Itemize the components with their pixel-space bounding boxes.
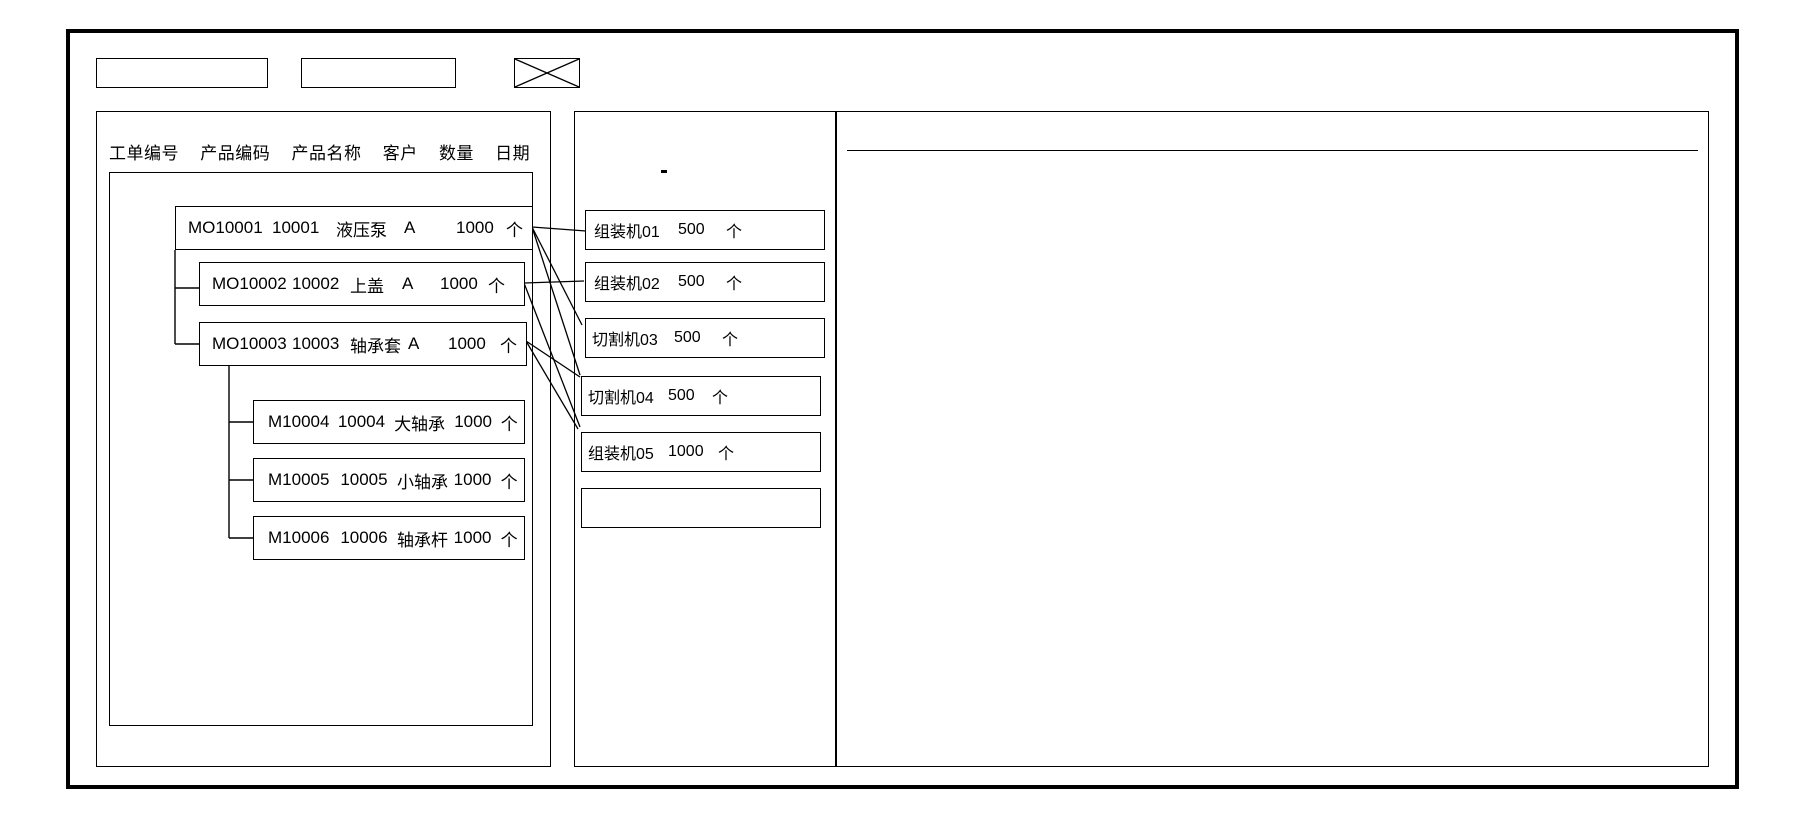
machine-row[interactable]: 组装机02 500 个	[585, 262, 825, 302]
machine-unit: 个	[712, 390, 729, 407]
cell-product-name: 大轴承	[394, 414, 446, 434]
machine-quantity: 500	[674, 329, 701, 346]
cell-product-code: 10004	[337, 412, 386, 431]
machine-name: 组装机02	[594, 276, 660, 293]
table-row[interactable]: M10006 10006 轴承杆 1000 个	[253, 516, 525, 560]
cell-product-name: 轴承套	[350, 336, 401, 356]
machine-row[interactable]: 切割机03 500 个	[585, 318, 825, 358]
cell-order-no: M10005	[268, 470, 330, 489]
machine-name: 组装机01	[594, 224, 660, 241]
machine-unit: 个	[726, 224, 743, 241]
machine-name: 切割机03	[592, 332, 658, 349]
machine-name: 切割机04	[588, 390, 654, 407]
cell-order-no: M10004	[268, 412, 330, 431]
toolbar-field-2[interactable]	[301, 58, 456, 88]
machine-quantity: 500	[678, 221, 705, 238]
column-header-order-no: 工单编号	[109, 144, 179, 163]
detail-panel	[836, 111, 1709, 767]
machine-name: 组装机05	[588, 446, 654, 463]
toolbar	[96, 58, 1706, 98]
cell-order-no: MO10001	[188, 218, 263, 237]
cell-order-no: MO10002	[212, 274, 287, 293]
cell-product-name: 小轴承	[396, 472, 448, 492]
cell-unit: 个	[500, 336, 517, 356]
crossed-box-icon-svg	[515, 59, 579, 87]
column-header-date: 日期	[495, 144, 531, 163]
cell-product-code: 10002	[292, 274, 340, 293]
cell-customer: A	[408, 334, 420, 353]
work-order-tree-frame	[109, 172, 533, 726]
machine-unit: 个	[722, 332, 739, 349]
cell-product-code: 10006	[340, 528, 388, 547]
cell-product-code: 10003	[292, 334, 340, 353]
machine-schedule-panel: 组装机01 500 个 组装机02 500 个 切割机03 500 个 切割机0…	[574, 111, 836, 767]
column-header-customer: 客户	[382, 144, 418, 163]
cell-unit: 个	[506, 220, 523, 240]
table-row[interactable]: MO10002 10002 上盖 A 1000 个	[199, 262, 525, 306]
cell-customer: A	[402, 274, 414, 293]
table-row[interactable]: M10005 10005 小轴承 1000 个	[253, 458, 525, 502]
app-window: 工单编号 产品编码 产品名称 客户 数量 日期	[66, 29, 1739, 789]
column-header-quantity: 数量	[438, 144, 474, 163]
cell-unit: 个	[488, 276, 505, 296]
placeholder-mark	[661, 170, 667, 173]
machine-row[interactable]: 组装机01 500 个	[585, 210, 825, 250]
cell-quantity: 1000	[456, 218, 494, 237]
cell-quantity: 1000	[454, 412, 493, 431]
cell-product-code: 10001	[272, 218, 320, 237]
machine-quantity: 500	[678, 273, 705, 290]
table-row[interactable]: MO10001 10001 液压泵 A 1000 个	[175, 206, 533, 250]
machine-quantity: 500	[668, 387, 695, 404]
cell-unit: 个	[500, 530, 518, 550]
cell-product-name: 上盖	[350, 276, 384, 296]
table-row[interactable]: M10004 10004 大轴承 1000 个	[253, 400, 525, 444]
machine-row[interactable]: 切割机04 500 个	[581, 376, 821, 416]
machine-row[interactable]: 组装机05 1000 个	[581, 432, 821, 472]
cell-order-no: M10006	[268, 528, 330, 547]
cell-quantity: 1000	[448, 334, 486, 353]
column-header-product-name: 产品名称	[291, 144, 362, 163]
work-order-column-headers: 工单编号 产品编码 产品名称 客户 数量 日期	[109, 139, 546, 164]
column-header-product-code: 产品编码	[200, 144, 271, 163]
machine-unit: 个	[726, 276, 743, 293]
toolbar-field-1[interactable]	[96, 58, 268, 88]
work-order-panel: 工单编号 产品编码 产品名称 客户 数量 日期	[96, 111, 551, 767]
machine-quantity: 1000	[668, 443, 704, 460]
table-row[interactable]: MO10003 10003 轴承套 A 1000 个	[199, 322, 527, 366]
panels-container: 工单编号 产品编码 产品名称 客户 数量 日期	[96, 111, 1709, 767]
cell-product-name: 液压泵	[336, 220, 387, 240]
cell-quantity: 1000	[453, 528, 492, 547]
cell-customer: A	[404, 218, 416, 237]
cell-quantity: 1000	[440, 274, 478, 293]
cell-product-name: 轴承杆	[396, 530, 448, 550]
cell-product-code: 10005	[340, 470, 388, 489]
cell-order-no: MO10003	[212, 334, 287, 353]
crossed-box-icon[interactable]	[514, 58, 580, 88]
detail-panel-header-rule	[847, 150, 1698, 151]
cell-unit: 个	[500, 472, 518, 492]
machine-row-empty[interactable]	[581, 488, 821, 528]
cell-unit: 个	[500, 414, 518, 434]
machine-unit: 个	[718, 446, 735, 463]
cell-quantity: 1000	[453, 470, 492, 489]
